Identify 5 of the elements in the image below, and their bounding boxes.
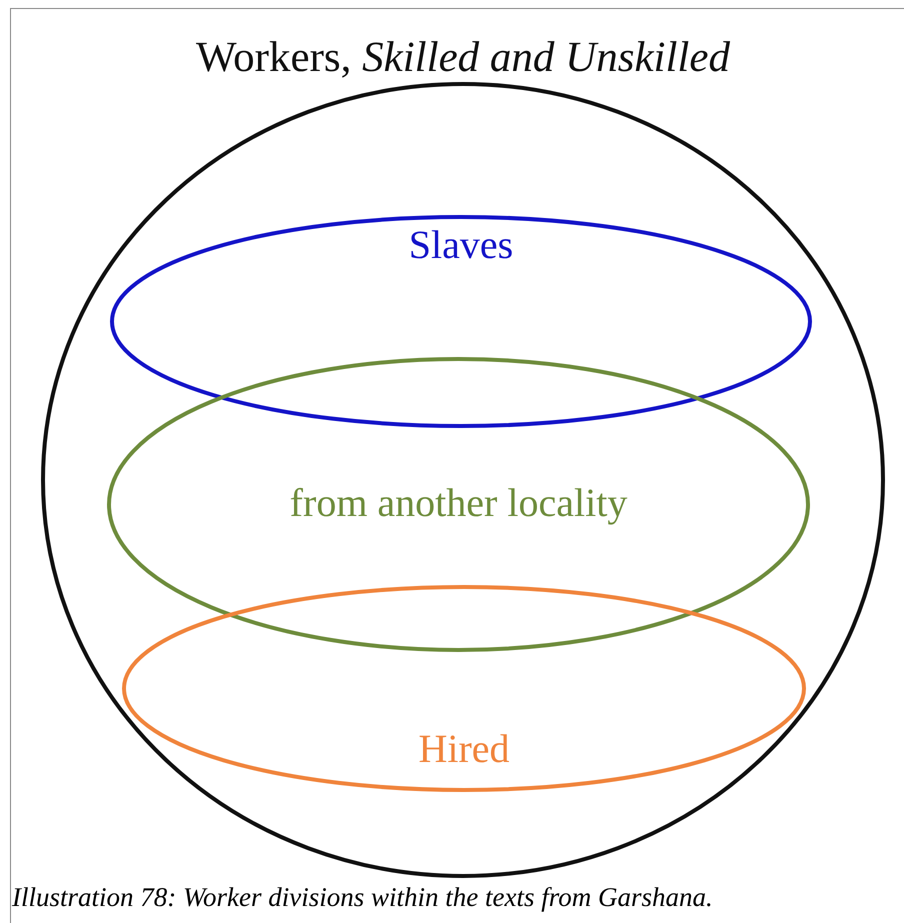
set-label: from another locality bbox=[288, 481, 628, 525]
set-label: Slaves bbox=[408, 223, 514, 267]
title: Workers, Skilled and Unskilled bbox=[195, 34, 731, 82]
caption: Illustration 78: Worker divisions within the texts from Garshana. bbox=[12, 882, 713, 913]
set-label: Hired bbox=[417, 727, 511, 771]
